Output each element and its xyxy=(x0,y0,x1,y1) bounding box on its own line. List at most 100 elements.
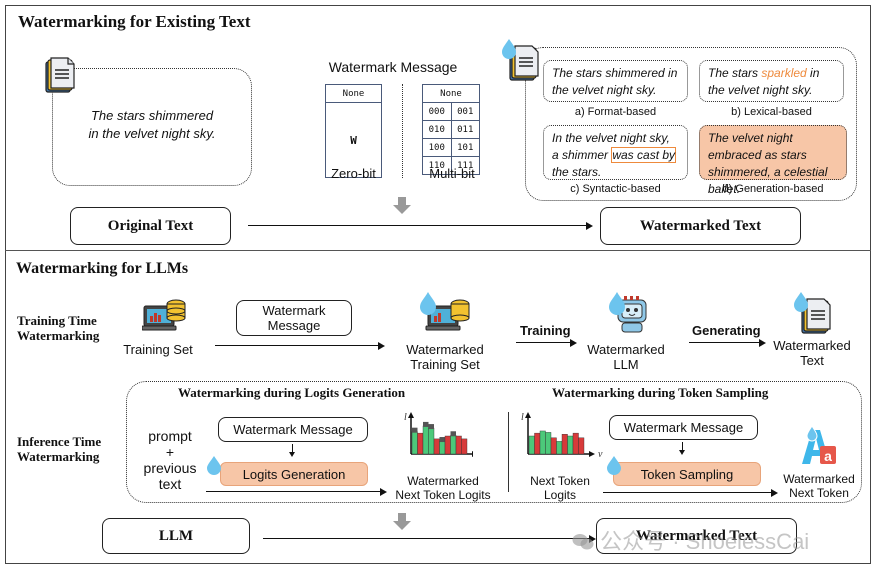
arrow-head-icon xyxy=(589,535,596,543)
wm-text-line-2: Text xyxy=(800,353,824,368)
wm-training-line-2: Training Set xyxy=(410,357,480,372)
down-arrow-icon xyxy=(393,197,411,220)
plus-line: + xyxy=(165,444,175,460)
watermark-message-box[interactable]: Watermark Message xyxy=(236,300,352,336)
generation-based-text: The velvet night embraced as stars shimm… xyxy=(708,131,828,196)
watermarked-training-set-icon xyxy=(418,290,470,341)
sampling-watermark-message-box[interactable]: Watermark Message xyxy=(609,415,758,440)
watermark-message-title: Watermark Message xyxy=(328,59,458,75)
prompt-line: prompt xyxy=(148,428,192,444)
multi-bit-cell: 100 xyxy=(422,138,452,157)
wm-llm-line-1: Watermarked xyxy=(587,342,665,357)
zero-bit-header: None xyxy=(325,84,382,103)
multi-bit-cell: 011 xyxy=(450,120,480,139)
water-drop-icon xyxy=(606,455,622,480)
example-format-based: The stars shimmered in the velvet night … xyxy=(543,60,688,102)
generating-step-arrow xyxy=(689,342,761,343)
multi-bit-cell: 101 xyxy=(450,138,480,157)
logit-bar xyxy=(411,431,418,455)
training-step-arrow xyxy=(516,342,572,343)
arrow-head-icon xyxy=(378,342,385,350)
original-text-button[interactable]: Original Text xyxy=(70,207,231,245)
wm-logits-line-1: Watermarked xyxy=(407,474,479,488)
arrow-head-icon xyxy=(586,222,593,230)
watermark-bias-cap xyxy=(428,424,434,430)
multi-bit-label: Multi-bit xyxy=(429,166,475,181)
wm-training-set-label: Watermarked Training Set xyxy=(400,342,490,372)
multi-bit-cell: 000 xyxy=(422,102,452,121)
inference-dotted-box xyxy=(126,381,862,503)
logit-bar xyxy=(578,437,585,455)
logits-generation-box[interactable]: Logits Generation xyxy=(220,462,368,486)
format-based-label: a) Format-based xyxy=(574,106,657,118)
lexical-before: The stars xyxy=(708,66,762,80)
logit-bar xyxy=(450,435,457,455)
training-time-label: Training Time Watermarking xyxy=(17,313,99,343)
original-sentence-line-1: The stars shimmered xyxy=(90,108,214,123)
logit-bar xyxy=(461,438,468,455)
token-sampling-box[interactable]: Token Sampling xyxy=(613,462,761,486)
watermarked-llm-robot-icon xyxy=(608,290,652,341)
logit-bar xyxy=(561,434,568,455)
format-based-text: The stars shimmered in the velvet night … xyxy=(552,66,678,97)
watermarked-document-icon xyxy=(500,37,540,88)
multi-bit-cell: 001 xyxy=(450,102,480,121)
prompt-input-label: prompt + previous text xyxy=(140,428,200,492)
previous-line: previous xyxy=(143,460,197,476)
x-axis-label: v xyxy=(598,449,603,460)
logit-bar xyxy=(422,425,429,455)
logit-bar xyxy=(439,440,446,455)
original-text-box xyxy=(52,68,252,186)
logits-watermark-message-box[interactable]: Watermark Message xyxy=(218,417,368,442)
original-sentence-line-2: in the velvet night sky. xyxy=(88,126,216,141)
wm-next-token-label: Watermarked Next Token xyxy=(774,472,864,500)
training-arrow-line xyxy=(215,345,380,346)
y-axis-arrow xyxy=(525,412,531,418)
generating-step-label: Generating xyxy=(692,323,761,338)
x-axis-arrow xyxy=(472,451,473,457)
logits-generation-title: Watermarking during Logits Generation xyxy=(178,385,406,400)
logit-bar xyxy=(572,432,579,455)
bottom-flow-arrow xyxy=(263,538,591,539)
inference-label-line-1: Inference Time xyxy=(17,434,102,449)
logit-bar xyxy=(539,430,546,455)
wm-llm-label: Watermarked LLM xyxy=(586,342,666,372)
multi-bit-cell: 010 xyxy=(422,120,452,139)
logit-bar xyxy=(433,438,440,455)
watermarked-text-button[interactable]: Watermarked Text xyxy=(600,207,801,245)
watermark-bias-cap xyxy=(439,437,445,443)
llm-watermarked-text-button[interactable]: Watermarked Text xyxy=(596,518,797,554)
arrow-head-icon xyxy=(679,450,685,455)
figure-frame xyxy=(5,5,871,564)
wm-text-label: Watermarked Text xyxy=(772,338,852,368)
watermark-bias-cap xyxy=(450,431,456,437)
section-divider xyxy=(5,250,871,251)
logit-bar xyxy=(455,435,462,455)
training-label-line-2: Watermarking xyxy=(17,328,100,343)
logit-bar xyxy=(545,432,552,455)
wm-text-line-1: Watermarked xyxy=(773,338,851,353)
llm-button[interactable]: LLM xyxy=(102,518,250,554)
arrow-head-icon xyxy=(289,452,295,457)
inference-divider xyxy=(508,412,509,492)
watermarked-examples-box xyxy=(525,47,857,201)
training-step-label: Training xyxy=(520,323,571,338)
next-token-logits-chart: lv xyxy=(521,412,603,460)
inference-label-line-2: Watermarking xyxy=(17,449,100,464)
arrow-head-icon xyxy=(570,339,577,347)
message-down-arrow xyxy=(682,442,683,452)
document-icon xyxy=(44,57,76,100)
original-sentence: The stars shimmered in the velvet night … xyxy=(62,107,242,143)
logit-bar xyxy=(534,432,541,455)
message-line-1: Watermark xyxy=(262,303,326,318)
wm-logits-line-2: Next Token Logits xyxy=(395,488,491,502)
logit-bar xyxy=(567,435,574,455)
multi-bit-cell: 111 xyxy=(450,156,480,175)
wm-next-token-line-1: Watermarked xyxy=(783,472,855,486)
arrow-head-icon xyxy=(759,339,766,347)
token-sampling-title: Watermarking during Token Sampling xyxy=(552,385,769,400)
example-lexical-based: The stars sparkled in the velvet night s… xyxy=(699,60,844,102)
logit-bar xyxy=(550,437,557,455)
syntactic-highlight: was cast by xyxy=(611,147,677,163)
zero-bit-table: None W xyxy=(325,84,382,178)
